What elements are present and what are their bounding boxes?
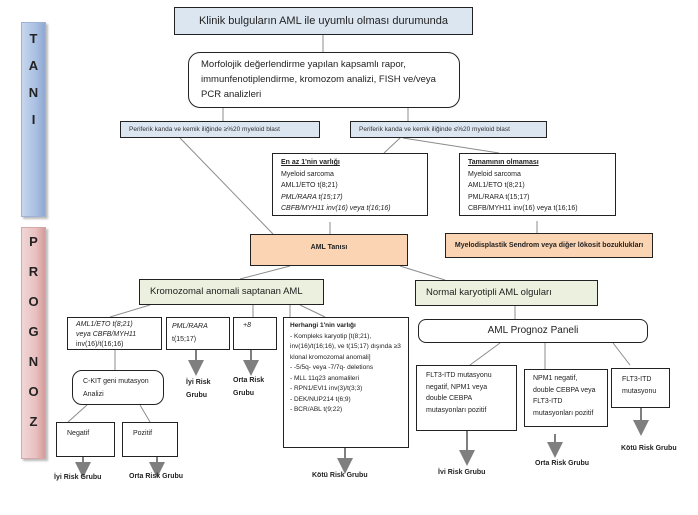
criteria-line: Myeloid sarcoma (281, 170, 334, 178)
criteria-line: CBFB/MYH11 inv(16) veya t(16;16) (281, 205, 391, 212)
criteria-absent-box: Tamamının olmaması Myeloid sarcoma AML1/… (459, 153, 616, 216)
workup-box: Morfolojik değerlendirme yapılan kapsaml… (188, 52, 460, 108)
criteria-line: PML/RARA t(15;17) (281, 193, 343, 201)
cbf-line: veya CBFB/MYH11 (76, 331, 137, 338)
mds-box: Myelodisplastik Sendrom veya diğer lökos… (445, 233, 653, 258)
high-risk-item: - MLL 11q23 anomalileri (290, 374, 360, 382)
sidebar-letter: N (28, 85, 39, 100)
sidebar-letter: R (28, 264, 39, 279)
risk-label-good: İyi Risk Grubu (438, 469, 486, 474)
ckit-negative-box: Negatif (56, 422, 115, 457)
risk-label-mid: Orta Risk Grubu (535, 460, 590, 467)
pml-line: PML/RARA (172, 323, 208, 330)
sidebar-letter: A (28, 58, 39, 73)
risk-label-line: İyi Risk (186, 379, 211, 386)
criteria-present-box: En az 1'nin varlığı Myeloid sarcoma AML1… (272, 153, 428, 216)
risk-label-mid: Orta Risk Grubu (129, 473, 184, 480)
criteria-absent-title: Tamamının olmaması (468, 159, 539, 166)
risk-label-line: Grubu (233, 390, 254, 397)
pml-line: t(15;17) (172, 336, 197, 343)
risk-label-line: Grubu (186, 392, 207, 399)
pml-rara-box: PML/RARA t(15;17) (166, 317, 230, 350)
criteria-line: PML/RARA t(15;17) (468, 193, 530, 201)
risk-label-bad: Kötü Risk Grubu (312, 472, 368, 479)
sidebar-letter: T (29, 31, 38, 46)
chromosomal-anomaly-box: Kromozomal anomali saptanan AML (139, 279, 324, 305)
aml-diagnosis-box: AML Tanısı (250, 234, 408, 266)
blast-low-box: Periferik kanda ve kemik iliğinde ≤%20 m… (350, 121, 547, 138)
risk-label-good: İyi Risk Grubu (54, 474, 102, 481)
flt3-negative-box: FLT3-ITD mutasyonu negatif, NPM1 veya do… (416, 365, 517, 431)
sidebar-letter: N (28, 354, 39, 369)
high-risk-item: - Kompleks karyotip [t(8;21), inv(16)/t(… (290, 332, 401, 361)
sidebar-tani: T A N I (21, 22, 46, 217)
sidebar-prognoz: P R O G N O Z (21, 227, 46, 459)
npm1-negative-box: NPM1 negatif, double CEBPA veya FLT3-ITD… (524, 369, 608, 427)
risk-label-bad: Kötü Risk Grubu (621, 445, 677, 452)
sidebar-letter: Z (29, 414, 38, 429)
aml-prognosis-panel-box: AML Prognoz Paneli (418, 319, 648, 343)
high-risk-title: Herhangi 1'nin varlığı (290, 322, 356, 329)
normal-karyotype-box: Normal karyotipli AML olguları (415, 280, 598, 306)
high-risk-item: - RPN1/EVI1 inv(3)/t(3;3) (290, 385, 363, 392)
sidebar-letter: G (28, 324, 39, 339)
sidebar-letter: O (28, 384, 39, 399)
ckit-positive-box: Pozitif (122, 422, 178, 457)
criteria-line: CBFB/MYH11 inv(16) veya t(16;16) (468, 205, 578, 212)
sidebar-letter: I (31, 112, 36, 127)
risk-label-line: Orta Risk (233, 377, 265, 384)
blast-high-box: Periferik kanda ve kemik iliğinde ≥%20 m… (120, 121, 320, 138)
risk-label-mid: Orta Risk Grubu (233, 374, 264, 400)
sidebar-letter: P (29, 234, 38, 249)
sidebar-letter: O (28, 294, 39, 309)
cbf-line: AML1/ETO t(8;21) (76, 321, 133, 328)
clinical-findings-box: Klinik bulguların AML ile uyumlu olması … (174, 7, 473, 35)
criteria-present-title: En az 1'nin varlığı (281, 159, 340, 166)
high-risk-item: - -5/5q- veya -7/7q- deletions (290, 364, 374, 371)
high-risk-criteria-box: Herhangi 1'nin varlığı - Kompleks karyot… (283, 317, 409, 448)
flt3-positive-box: FLT3-ITD mutasyonu (611, 368, 670, 408)
criteria-line: Myeloid sarcoma (468, 170, 521, 178)
ckit-analysis-box: C-KIT geni mutasyon Analizi (72, 370, 164, 405)
high-risk-item: - BCR/ABL t(9;22) (290, 406, 343, 413)
cbf-box: AML1/ETO t(8;21) veya CBFB/MYH11 inv(16)… (67, 317, 162, 350)
criteria-line: AML1/ETO t(8;21) (281, 182, 338, 189)
risk-label-good: İyi Risk Grubu (186, 376, 211, 402)
trisomy8-box: +8 (233, 317, 277, 350)
high-risk-item: - DEK/NUP214 t(6;9) (290, 395, 351, 403)
cbf-line: inv(16)/t(16;16) (76, 341, 124, 348)
criteria-line: AML1/ETO t(8;21) (468, 182, 525, 189)
